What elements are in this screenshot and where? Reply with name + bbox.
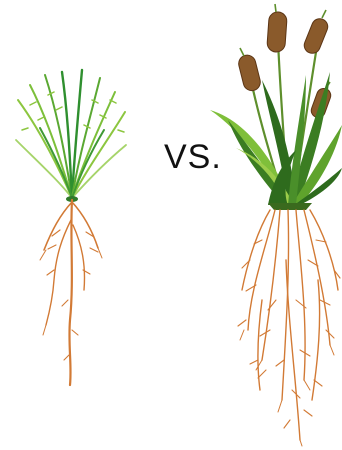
cattail-crown [268,203,312,210]
cattail-roots [238,210,340,446]
cattail-heads [237,11,333,119]
